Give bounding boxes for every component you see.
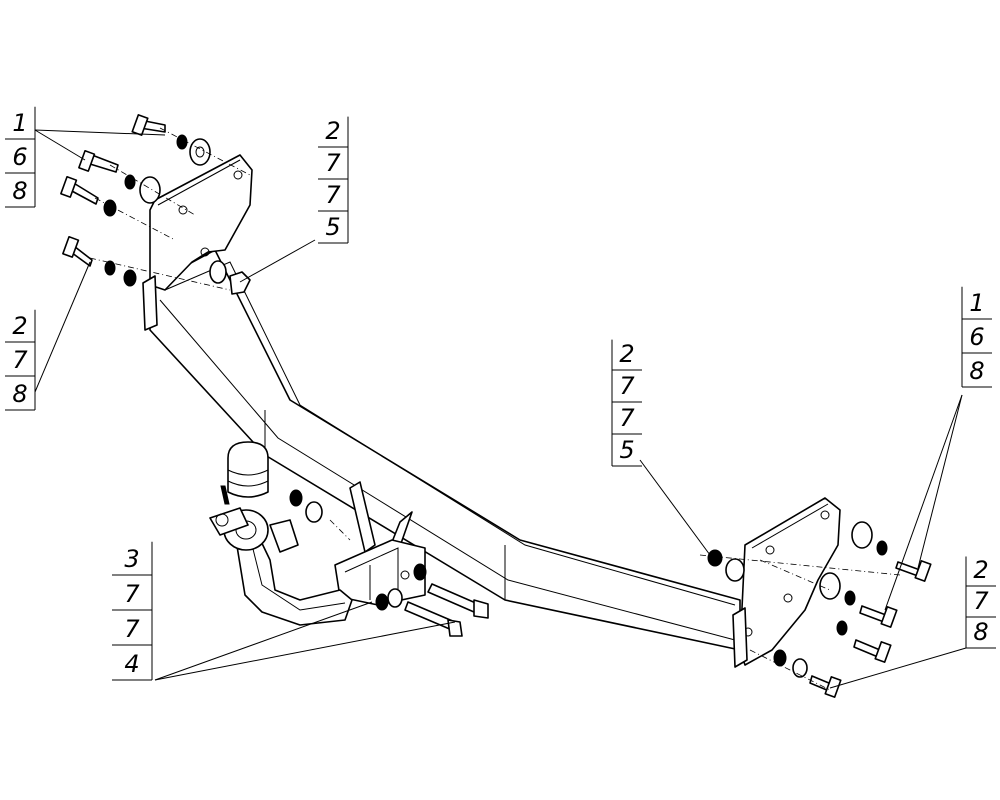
callout-value: 7 [124,615,140,643]
callout-labels: 1 6 8 2 7 8 2 7 7 5 2 7 7 5 1 6 8 2 7 8 3 7 7 4 [5,106,996,681]
callout-value: 7 [973,587,989,615]
assembly-axes [89,127,901,691]
callout-right: 1 6 8 [961,286,992,388]
callout-value: 8 [973,618,988,646]
callout-value: 2 [325,117,340,145]
callout-bottom-right: 2 7 8 [965,556,996,649]
callout-value: 8 [12,380,27,408]
callout-center-right: 2 7 7 5 [611,339,642,467]
leader-lines [34,129,967,689]
callout-value: 8 [969,357,984,385]
callout-value: 8 [12,177,27,205]
callout-value: 6 [12,143,27,171]
callout-value: 1 [969,289,984,317]
callout-value: 7 [619,372,635,400]
callout-value: 4 [124,650,139,678]
callout-value: 2 [973,556,988,584]
callout-value: 7 [619,404,635,432]
callout-value: 2 [619,340,634,368]
callout-value: 5 [619,436,634,464]
callout-mid-left: 2 7 8 [5,309,36,411]
callout-value: 2 [12,312,27,340]
right-mounting-plate [732,497,841,668]
callout-value: 6 [969,323,984,351]
callout-value: 7 [12,346,28,374]
hitch-bracket [334,481,426,606]
callout-top-left: 1 6 8 [5,106,36,208]
callout-value: 7 [325,149,341,177]
crossbar [149,249,741,651]
callout-bottom-left: 3 7 7 4 [112,541,153,681]
callout-value: 7 [124,580,140,608]
callout-value: 7 [325,181,341,209]
fasteners [60,114,932,698]
callout-value: 5 [325,213,340,241]
callout-value: 3 [124,545,139,573]
hitch-long-bolts [404,583,489,637]
tow-ball-assembly [209,441,353,626]
callout-top-center: 2 7 7 5 [318,116,349,244]
callout-value: 1 [12,109,27,137]
